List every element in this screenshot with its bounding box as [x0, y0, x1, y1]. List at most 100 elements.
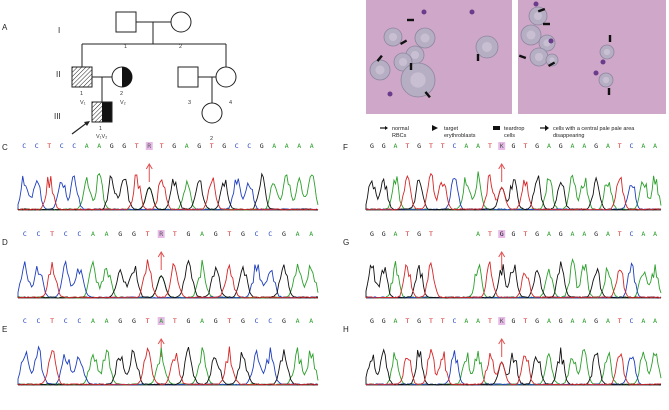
base-call: T: [405, 142, 409, 150]
base-call: A: [641, 142, 645, 150]
base-call: G: [559, 142, 563, 150]
base-call: T: [50, 230, 54, 238]
base-call: T: [173, 230, 177, 238]
base-call: A: [394, 230, 398, 238]
base-call: T: [405, 317, 409, 325]
base-call: T: [227, 317, 231, 325]
base-call: G: [172, 142, 176, 150]
base-call: T: [488, 142, 492, 150]
trace-c: [365, 350, 661, 386]
smear-arrow-marker: [376, 54, 383, 62]
base-call: T: [523, 230, 527, 238]
base-call: A: [200, 230, 204, 238]
trace-g: [365, 347, 662, 386]
base-call: T: [429, 317, 433, 325]
base-call: G: [594, 317, 598, 325]
base-call: A: [547, 230, 551, 238]
platelet: [387, 91, 393, 97]
panel-label-e: E: [2, 325, 7, 334]
trace-a: [365, 348, 662, 386]
base-call: T: [135, 142, 139, 150]
trace-t: [17, 346, 319, 386]
base-call: G: [417, 142, 421, 150]
platelet: [548, 38, 554, 44]
base-call: G: [241, 317, 245, 325]
smear-arrow-marker: [409, 63, 413, 70]
pedigree-num-ii3: 3: [188, 100, 191, 106]
base-call: C: [22, 142, 26, 150]
base-call: T: [50, 317, 54, 325]
base-call: C: [64, 230, 68, 238]
base-call: G: [214, 230, 218, 238]
base-call: T: [618, 142, 622, 150]
base-call: G: [186, 230, 190, 238]
base-call: C: [630, 142, 634, 150]
trace-c: [365, 177, 662, 211]
panel-label-f: F: [343, 143, 348, 152]
base-call: C: [630, 317, 634, 325]
platelet: [421, 9, 427, 15]
base-call: K: [500, 317, 504, 325]
base-call: G: [222, 142, 226, 150]
base-call: G: [417, 317, 421, 325]
variant-highlight: [145, 142, 153, 150]
panel-label-g: G: [343, 238, 349, 247]
base-call: A: [476, 317, 480, 325]
smear-arrow-marker: [537, 7, 546, 13]
base-call: G: [500, 230, 504, 238]
base-call: T: [146, 230, 150, 238]
base-call: G: [282, 317, 286, 325]
base-call: G: [370, 230, 374, 238]
base-call: A: [476, 230, 480, 238]
base-call: C: [72, 142, 76, 150]
base-call: A: [296, 230, 300, 238]
base-call: A: [296, 317, 300, 325]
pedigree-ii4-female: [215, 66, 237, 88]
base-call: G: [214, 317, 218, 325]
base-call: C: [64, 317, 68, 325]
base-call: A: [394, 142, 398, 150]
base-call: A: [85, 142, 89, 150]
smear-arrow-marker: [607, 88, 611, 95]
pedigree-genotype-ii1: V₁: [80, 100, 86, 106]
base-call: A: [582, 230, 586, 238]
base-call: A: [200, 317, 204, 325]
trace-t: [365, 349, 662, 386]
generation-label-iii: III: [54, 112, 61, 121]
base-call: C: [77, 230, 81, 238]
base-call: G: [282, 230, 286, 238]
base-call: C: [36, 317, 40, 325]
smear-arrow-marker: [518, 54, 527, 60]
base-call: A: [641, 317, 645, 325]
base-call: T: [488, 230, 492, 238]
smear-arrow-marker: [547, 61, 556, 68]
base-call: T: [405, 230, 409, 238]
base-call: G: [594, 142, 598, 150]
base-call: A: [571, 317, 575, 325]
base-call: T: [47, 142, 51, 150]
pedigree-num-ii4: 4: [229, 100, 232, 106]
base-call: A: [571, 230, 575, 238]
pedigree-num-i1: 1: [124, 44, 127, 50]
base-call: T: [160, 142, 164, 150]
pedigree-i1-male: [115, 11, 137, 33]
base-call: T: [488, 317, 492, 325]
base-call: G: [417, 230, 421, 238]
base-call: A: [653, 142, 657, 150]
pedigree-iii2-female: [201, 102, 223, 124]
base-call: C: [35, 142, 39, 150]
base-call: A: [105, 230, 109, 238]
base-call: G: [382, 317, 386, 325]
base-call: T: [523, 317, 527, 325]
base-call: G: [382, 142, 386, 150]
pedigree-num-iii1: 1: [99, 126, 102, 132]
base-call: G: [370, 142, 374, 150]
smear-arrow-marker: [407, 18, 414, 22]
